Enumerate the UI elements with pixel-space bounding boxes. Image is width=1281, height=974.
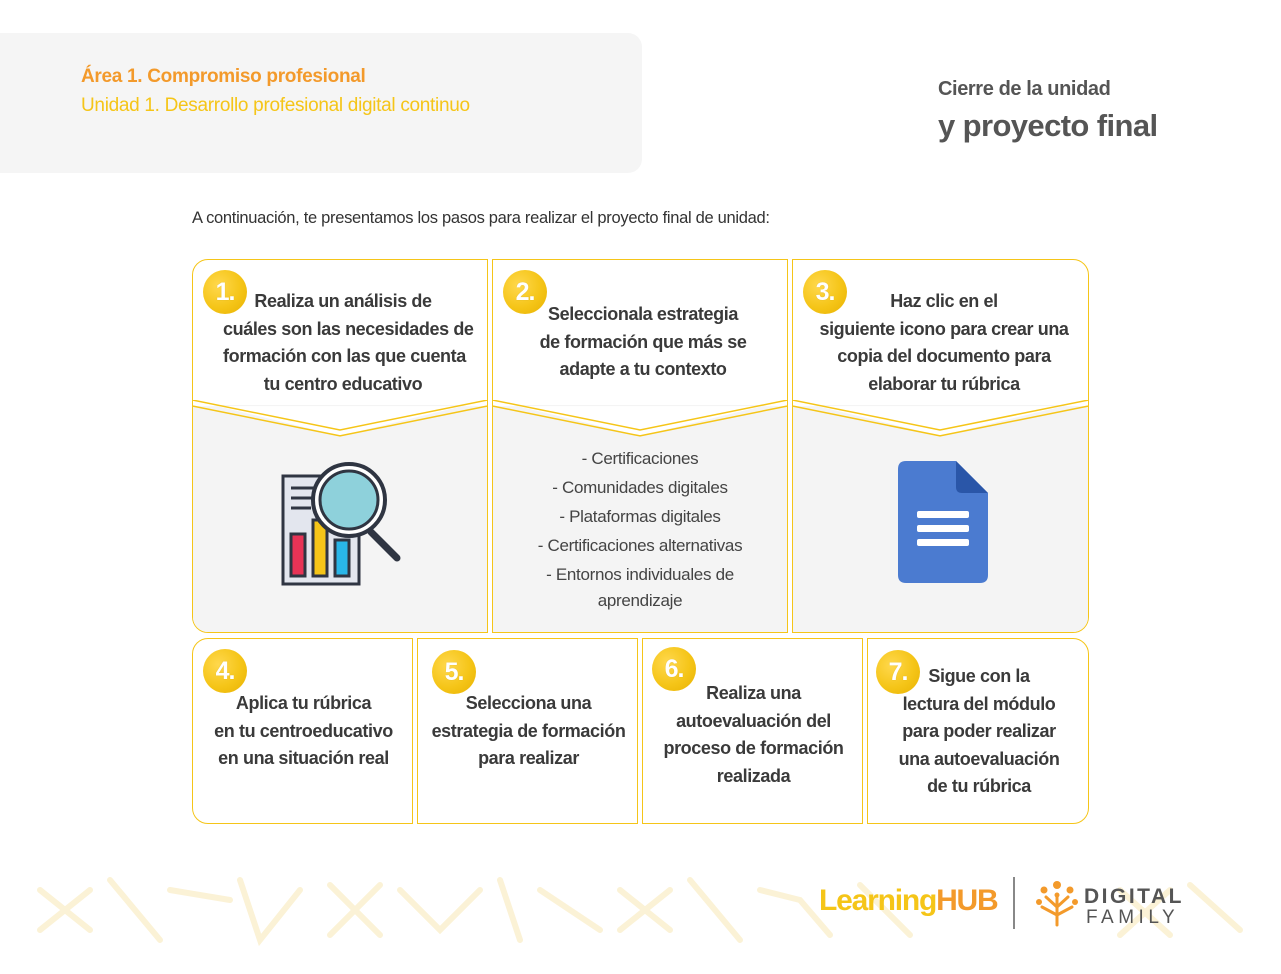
step-card-3: 3. Haz clic en el siguiente icono para c… [792,259,1089,633]
step-number-badge: 4. [203,649,247,693]
section-title: y proyecto final [938,108,1158,143]
step-text: Aplica tu rúbrica en tu centroeducativo … [214,693,393,768]
area-title: Área 1. Compromiso profesional [81,66,366,87]
step-card-1: 1. Realiza un análisis de cuáles son las… [192,259,488,633]
step-number-badge: 3. [803,270,847,314]
step-text: Seleccionala estrategia de formación que… [539,304,747,379]
strategy-options-list: - Certificaciones - Comunidades digitale… [493,444,787,614]
step-number-badge: 2. [503,270,547,314]
step-card-2: 2. Seleccionala estrategia de formación … [492,259,788,633]
step-text: Selecciona una estrategia de formación p… [431,693,626,768]
option-item: - Certificaciones [581,449,699,468]
step-card-5: 5. Selecciona una estrategia de formació… [417,638,638,824]
card-visual-area [493,405,787,632]
card-divider [493,400,787,437]
footer-pattern [37,877,1243,947]
option-item: - Certificaciones alternativas [537,536,743,555]
unit-title: Unidad 1. Desarrollo profesional digital… [81,95,470,116]
option-item: - Plataformas digitales [559,507,721,526]
card-divider [793,400,1088,437]
card-divider [193,400,487,437]
step-number-badge: 5. [432,650,476,694]
digital-family-logo-word1: DIGITAL [1084,885,1184,908]
step-text: Realiza un análisis de cuáles son las ne… [223,291,474,394]
option-item: - Comunidades digitales [552,478,728,497]
footer-divider [1013,877,1015,929]
google-docs-icon[interactable] [898,461,988,583]
step-number-badge: 1. [203,270,247,314]
digital-family-logo-word2: FAMILY [1086,907,1180,928]
option-item: - Entornos individuales de [546,565,734,584]
step-text: Realiza una autoevaluación del proceso d… [663,683,844,786]
step-number-badge: 7. [876,650,920,694]
digital-family-tree-icon [1036,881,1078,927]
step-card-6: 6. Realiza una autoevaluación del proces… [642,638,863,824]
intro-text: A continuación, te presentamos los pasos… [192,209,770,227]
analysis-magnifier-chart-icon [281,462,401,586]
learninghub-logo: LearningHUB [819,884,999,917]
step-card-7: 7. Sigue con la lectura del módulo para … [867,638,1089,824]
step-card-4: 4. Aplica tu rúbrica en tu centroeducati… [192,638,413,824]
step-number-badge: 6. [652,647,696,691]
step-text: Sigue con la lectura del módulo para pod… [898,666,1060,796]
section-subtitle: Cierre de la unidad [938,78,1111,100]
option-item: aprendizaje [597,591,683,610]
step-text: Haz clic en el siguiente icono para crea… [819,291,1069,394]
header-panel [0,33,642,173]
